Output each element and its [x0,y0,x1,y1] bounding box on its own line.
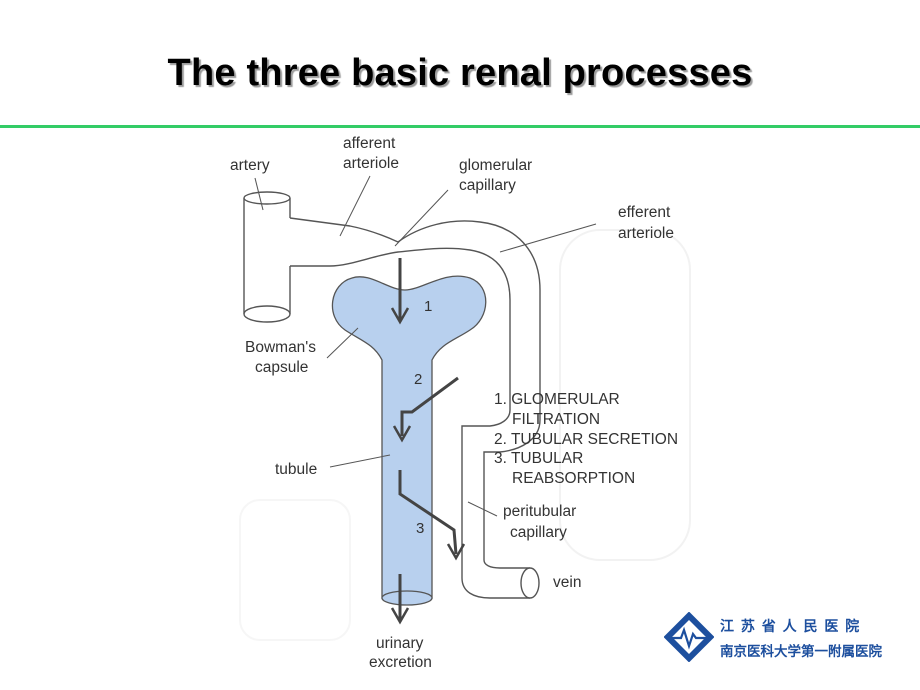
label-artery: artery [230,157,270,174]
vessel-outer [289,217,541,569]
label-afferent-2: arteriole [343,155,399,172]
artery-tube [243,198,291,314]
hospital-name-line-2: 南京医科大学第一附属医院 [720,644,882,660]
excretion-arrowhead [390,607,410,625]
vessel-inner [290,247,530,599]
label-vein: vein [553,574,581,591]
reabsorption-arrow [398,470,458,555]
filtration-arrowhead [390,307,410,325]
label-bowman-1: Bowman's [245,339,316,356]
legend-line-3: 2. TUBULAR SECRETION [494,431,678,448]
label-afferent-1: afferent [343,135,396,152]
legend-line-4: 3. TUBULAR [494,450,583,467]
label-urinary-1: urinary [376,635,424,652]
label-tubule: tubule [275,461,317,478]
blood-vessel [243,191,541,599]
secretion-arrow [400,376,459,436]
legend-line-1: 1. GLOMERULAR [494,391,620,408]
artery-opening [243,305,291,323]
title-divider [0,125,920,128]
process-legend: 1. GLOMERULAR FILTRATION 2. TUBULAR SECR… [494,391,678,487]
hospital-emblem-icon [664,612,714,662]
step-number-1: 1 [424,298,432,315]
legend-line-2: FILTRATION [512,411,600,428]
legend-line-5: REABSORPTION [512,470,635,487]
background-faint-figure [239,229,691,641]
hospital-logo: 江 苏 省 人 民 医 院 南京医科大学第一附属医院 [664,610,894,664]
label-efferent-2: arteriole [618,225,674,242]
process-arrows [390,258,466,625]
label-peritubular-2: capillary [510,524,567,541]
tubule-outlet [381,590,433,606]
reabsorption-arrowhead [446,543,466,561]
bowmans-capsule-and-tubule [331,275,487,599]
step-number-2: 2 [414,371,422,388]
label-glomerular-2: capillary [459,177,516,194]
label-glomerular-1: glomerular [459,157,532,174]
label-peritubular-1: peritubular [503,503,576,520]
label-bowman-2: capsule [255,359,308,376]
step-number-3: 3 [416,520,424,537]
secretion-arrowhead [392,425,412,443]
label-urinary-2: excretion [369,654,432,671]
leader-lines [254,175,597,517]
hospital-name-line-1: 江 苏 省 人 民 医 院 [720,619,861,635]
artery-top [243,191,291,205]
vein-opening [520,567,540,599]
label-efferent-1: efferent [618,204,671,221]
slide-title: The three basic renal processes [167,52,753,94]
